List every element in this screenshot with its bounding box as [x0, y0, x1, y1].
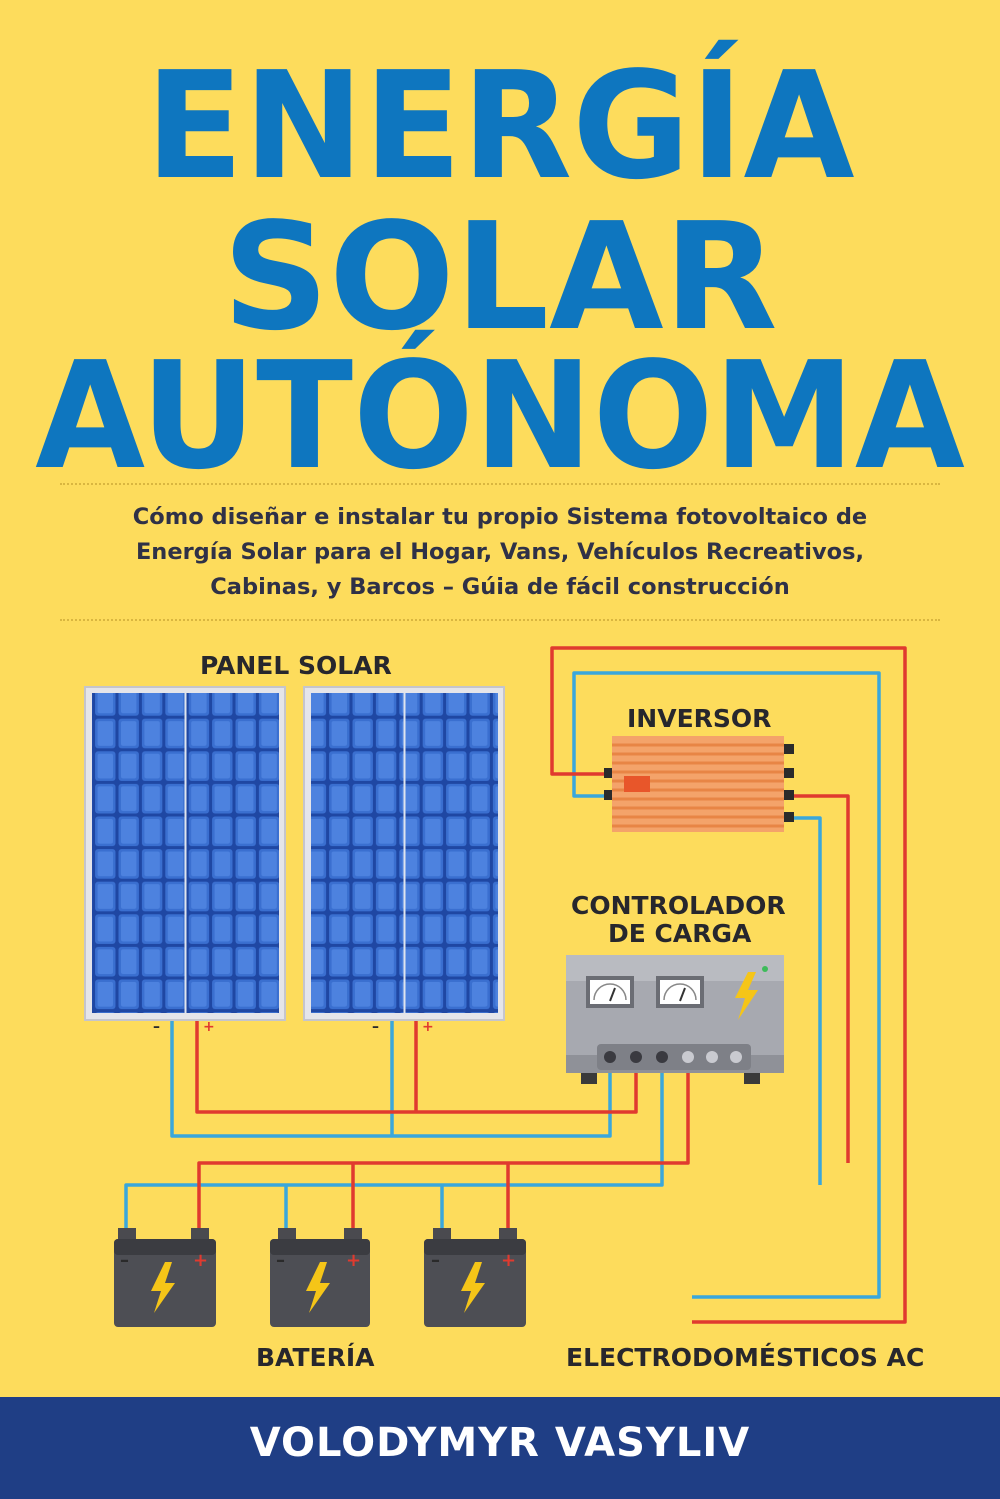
- gauge-left: [586, 976, 634, 1008]
- subtitle-line-3: Cabinas, y Barcos – Gúia de fácil constr…: [210, 574, 790, 600]
- panel1-plus: +: [203, 1019, 215, 1035]
- svg-text:–: –: [276, 1250, 285, 1271]
- negative-wires: [124, 671, 881, 1299]
- appliances-label: ELECTRODOMÉSTICOS AC: [566, 1343, 925, 1372]
- title-line-1: ENERGÍA: [145, 40, 855, 212]
- svg-text:+: +: [346, 1250, 361, 1271]
- gauge-right: [656, 976, 704, 1008]
- positive-wires: [195, 646, 907, 1324]
- svg-text:+: +: [501, 1250, 516, 1271]
- solar-panel-2: [303, 686, 505, 1021]
- controller-label-line-2: DE CARGA: [608, 919, 752, 948]
- battery-2: – +: [270, 1228, 370, 1327]
- subtitle-line-2: Energía Solar para el Hogar, Vans, Vehíc…: [135, 539, 865, 565]
- solar-panel-1: [84, 686, 286, 1021]
- svg-text:+: +: [193, 1250, 208, 1271]
- panel2-minus: –: [372, 1019, 379, 1035]
- svg-text:–: –: [120, 1250, 129, 1271]
- panel2-plus: +: [422, 1019, 434, 1035]
- subtitle-line-1: Cómo diseñar e instalar tu propio Sistem…: [132, 504, 868, 530]
- bolt-icon: [735, 972, 758, 1020]
- panel1-minus: –: [153, 1019, 160, 1035]
- divider-bottom: [60, 619, 940, 621]
- battery-label: BATERÍA: [256, 1343, 375, 1372]
- author-bar: [0, 1397, 1000, 1499]
- charge-controller: [566, 955, 784, 1084]
- status-led: [762, 966, 768, 972]
- subtitle: Cómo diseñar e instalar tu propio Sistem…: [40, 500, 960, 605]
- inverter: [604, 736, 794, 832]
- divider-top: [60, 483, 940, 485]
- battery-1: – +: [114, 1228, 216, 1327]
- title-line-3: AUTÓNOMA: [35, 330, 965, 502]
- svg-text:–: –: [431, 1250, 440, 1271]
- controller-label-line-1: CONTROLADOR: [571, 891, 786, 920]
- battery-3: – +: [424, 1228, 526, 1327]
- panel-solar-label: PANEL SOLAR: [200, 651, 392, 680]
- inverter-label: INVERSOR: [627, 704, 772, 733]
- title-line-2: SOLAR: [222, 191, 778, 363]
- author-name: VOLODYMYR VASYLIV: [249, 1420, 751, 1466]
